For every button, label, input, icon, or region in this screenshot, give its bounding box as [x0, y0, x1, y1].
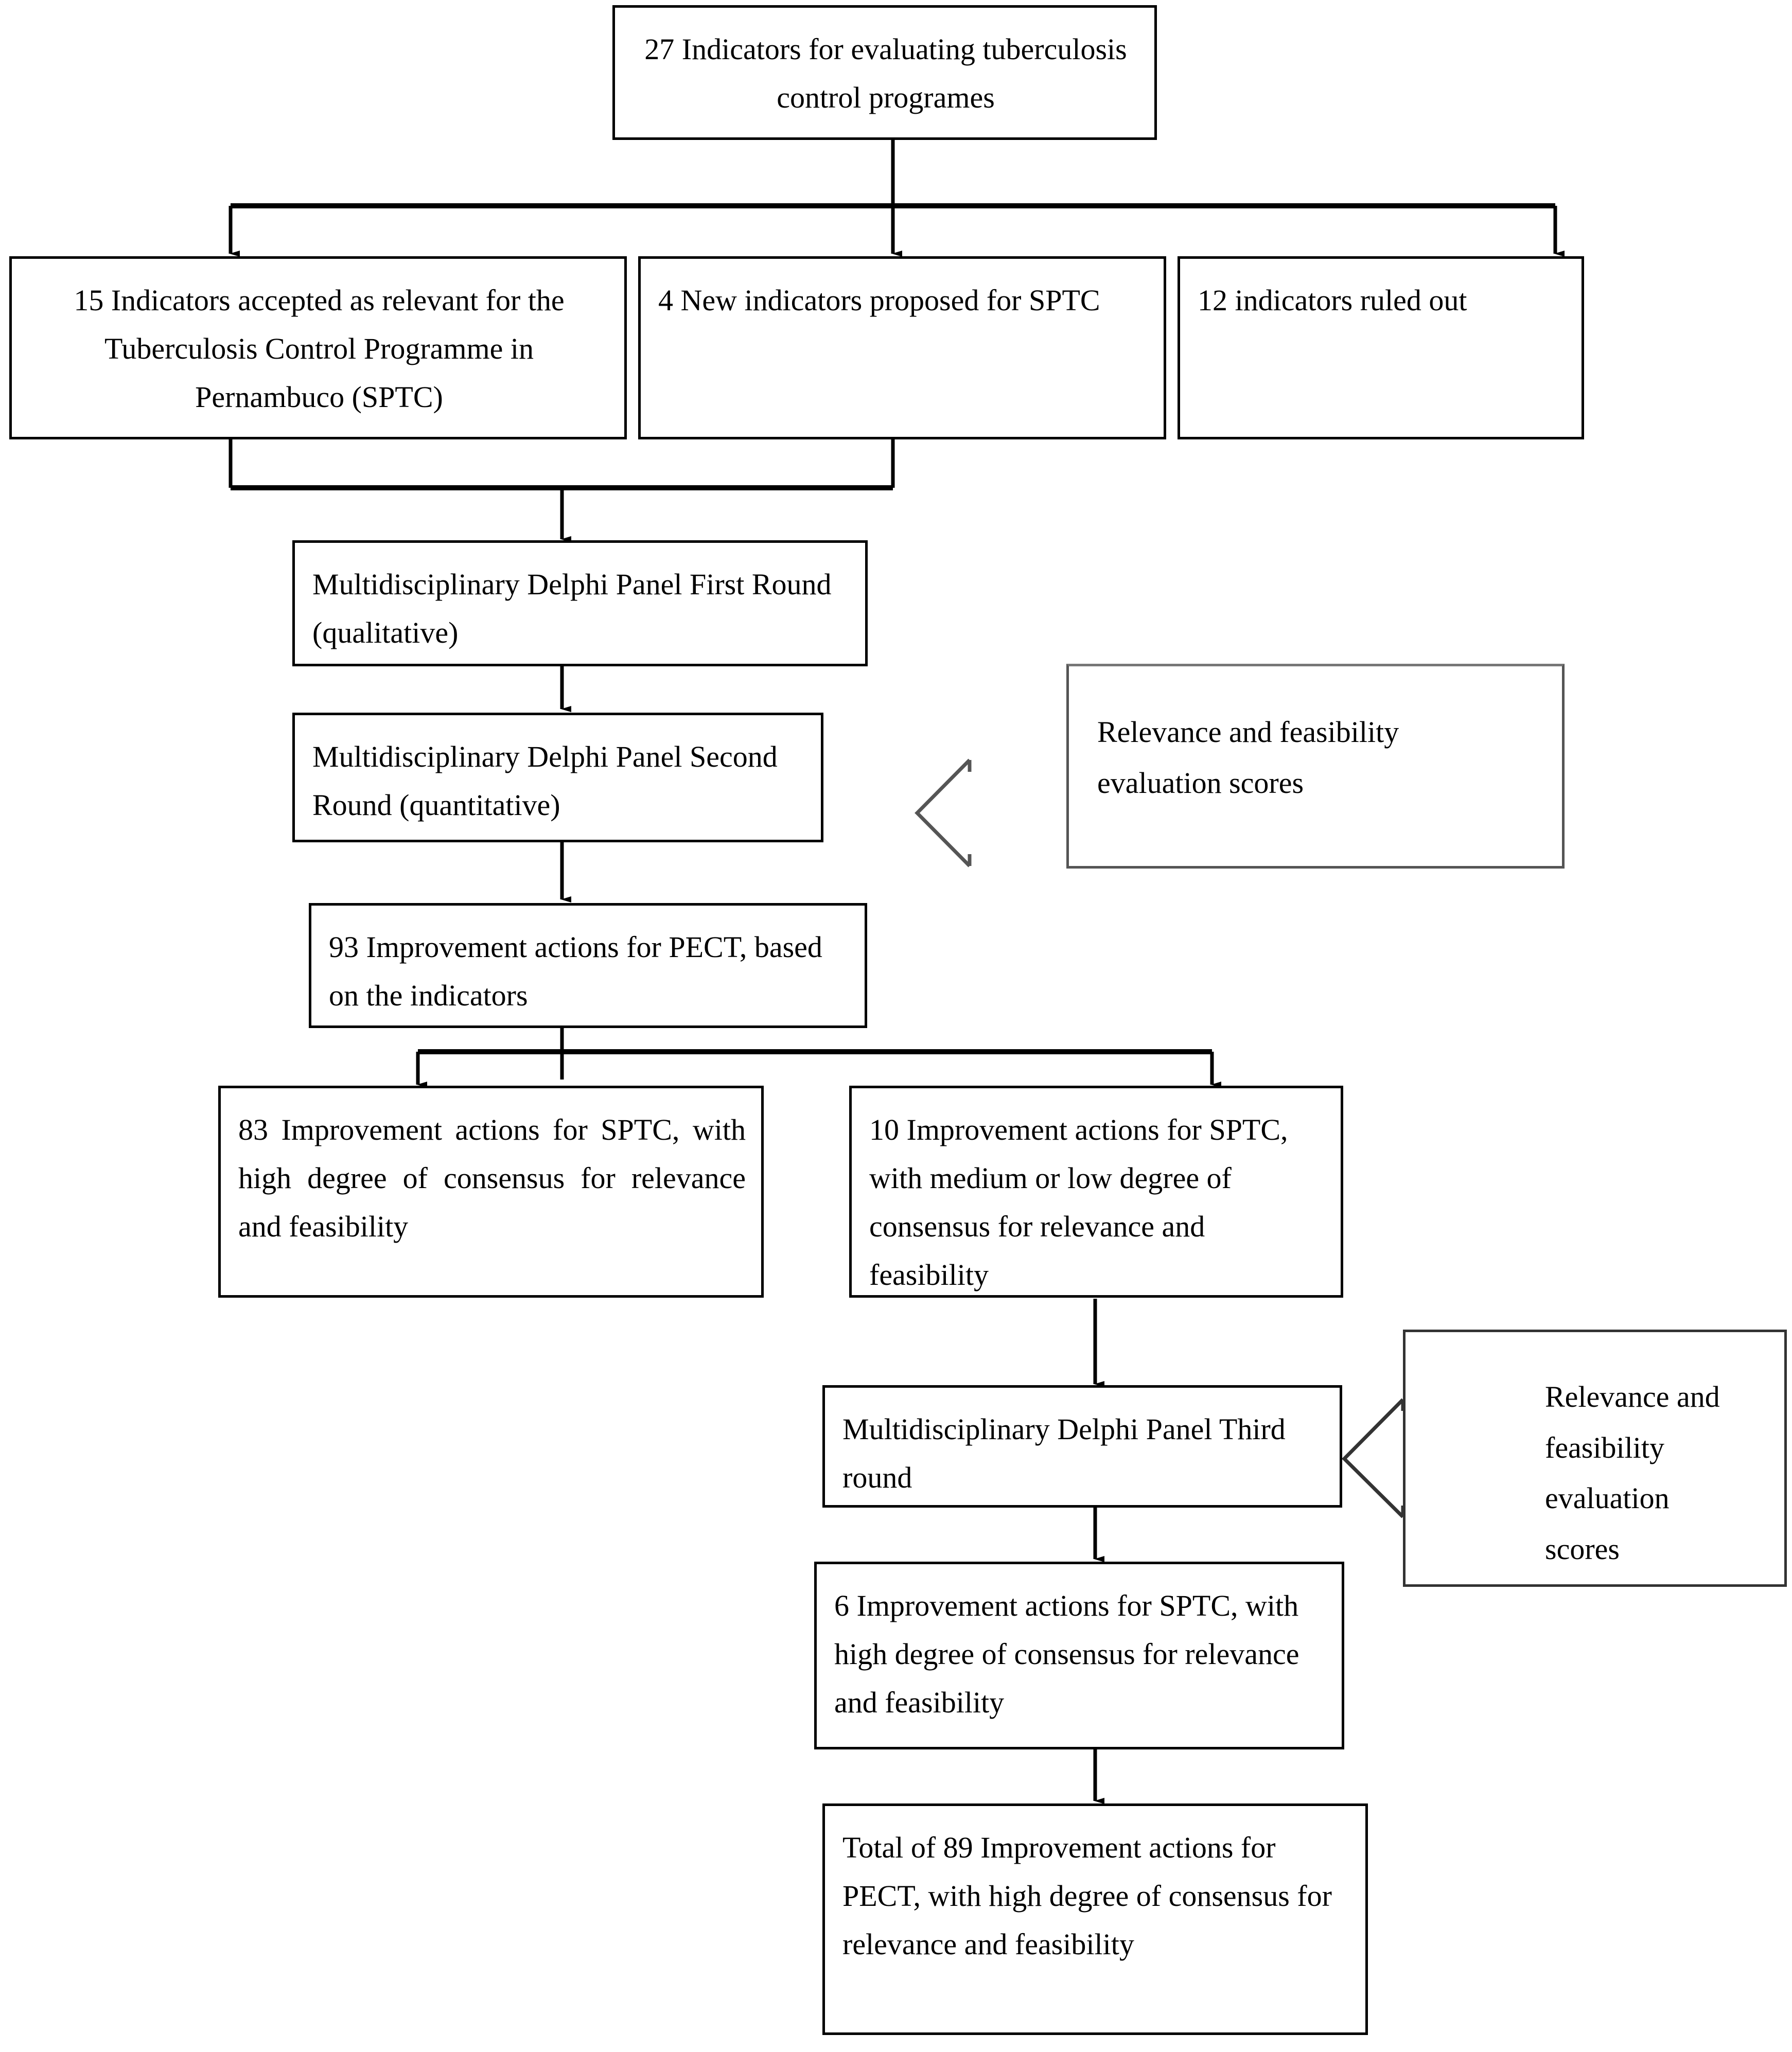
node-delphi-second-round[interactable]: Multidisciplinary Delphi Panel Second Ro… — [292, 713, 823, 842]
node-label: 12 indicators ruled out — [1198, 284, 1467, 317]
callout-relevance-feasibility-scores-2[interactable]: Relevance and feasibility evaluation sco… — [1344, 1330, 1792, 1587]
node-label: 10 Improvement actions for SPTC, with me… — [869, 1113, 1288, 1292]
node-label: 83 Improvement actions for SPTC, with hi… — [238, 1113, 746, 1243]
node-93-improvement-actions[interactable]: 93 Improvement actions for PECT, based o… — [309, 903, 867, 1028]
node-27-indicators[interactable]: 27 Indicators for evaluating tuberculosi… — [612, 5, 1157, 140]
node-83-improvement-actions[interactable]: 83 Improvement actions for SPTC, with hi… — [218, 1086, 764, 1298]
node-label: Multidisciplinary Delphi Panel Third rou… — [842, 1412, 1286, 1494]
edge-n7-to-n8n9 — [416, 1028, 1221, 1088]
node-6-improvement-actions[interactable]: 6 Improvement actions for SPTC, with hig… — [814, 1562, 1344, 1749]
callout-relevance-feasibility-scores-1[interactable]: Relevance and feasibility evaluation sco… — [917, 664, 1565, 869]
node-delphi-third-round[interactable]: Multidisciplinary Delphi Panel Third rou… — [822, 1385, 1342, 1508]
node-12-indicators-ruled-out[interactable]: 12 indicators ruled out — [1178, 256, 1584, 439]
node-delphi-first-round[interactable]: Multidisciplinary Delphi Panel First Rou… — [292, 540, 868, 666]
node-label: 93 Improvement actions for PECT, based o… — [329, 930, 822, 1012]
edge-n1-to-row2 — [229, 140, 1565, 257]
callout-label: Relevance and feasibility evaluation sco… — [1097, 715, 1399, 800]
node-label: 27 Indicators for evaluating tuberculosi… — [644, 32, 1127, 114]
node-label: Total of 89 Improvement actions for PECT… — [842, 1831, 1332, 1961]
edge-n2n3-to-n5 — [229, 439, 895, 542]
node-total-89-improvement-actions[interactable]: Total of 89 Improvement actions for PECT… — [822, 1803, 1368, 2035]
node-label: 6 Improvement actions for SPTC, with hig… — [834, 1589, 1299, 1719]
node-10-improvement-actions[interactable]: 10 Improvement actions for SPTC, with me… — [849, 1086, 1343, 1298]
callout-label: Relevance and feasibility evaluation sco… — [1545, 1380, 1720, 1566]
callout-body — [1066, 664, 1565, 869]
node-15-indicators-accepted[interactable]: 15 Indicators accepted as relevant for t… — [9, 256, 627, 439]
callout-body — [1403, 1330, 1787, 1587]
node-label: Multidisciplinary Delphi Panel First Rou… — [312, 568, 832, 649]
node-label: 4 New indicators proposed for SPTC — [658, 284, 1100, 317]
node-label: 15 Indicators accepted as relevant for t… — [74, 284, 565, 414]
node-4-new-indicators[interactable]: 4 New indicators proposed for SPTC — [638, 256, 1166, 439]
node-label: Multidisciplinary Delphi Panel Second Ro… — [312, 740, 778, 822]
